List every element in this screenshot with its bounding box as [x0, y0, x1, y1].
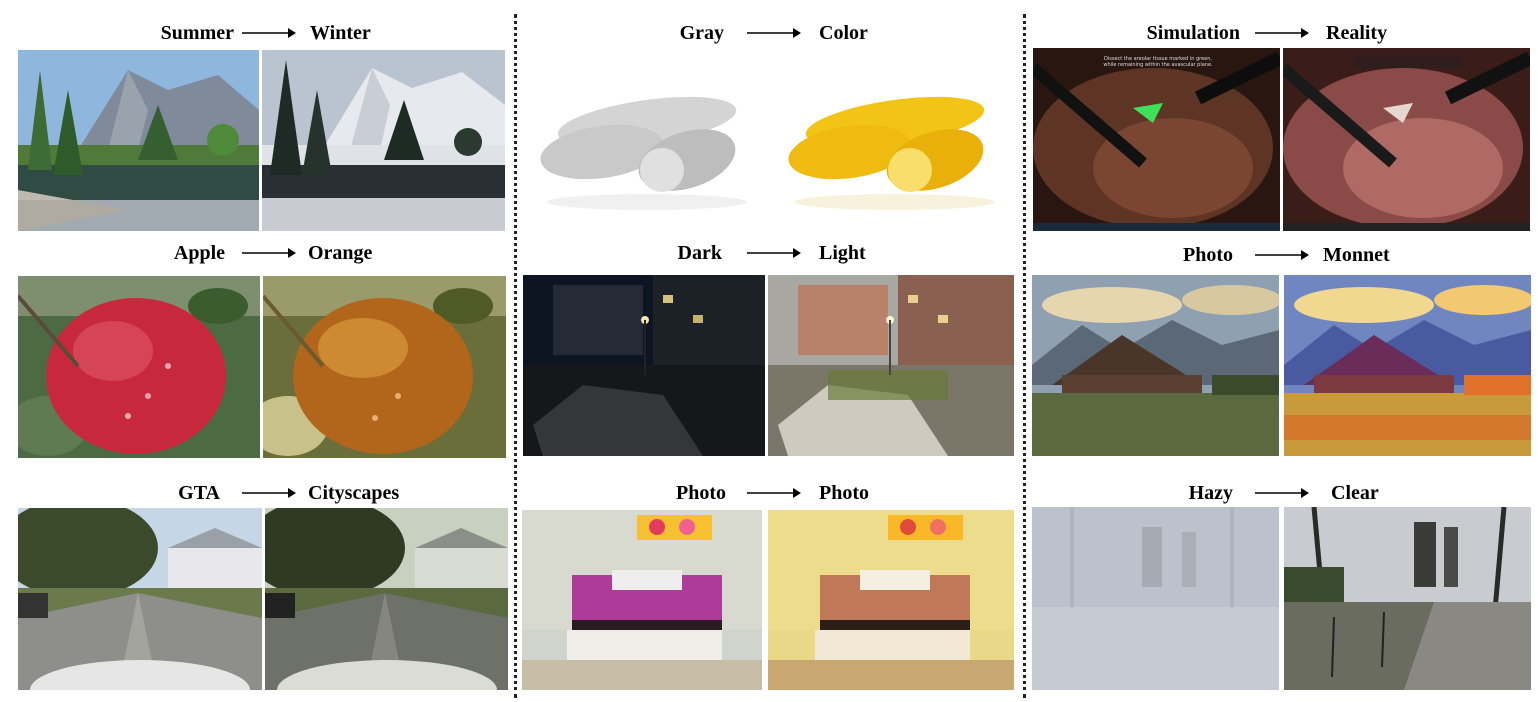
source-label: Apple: [173, 242, 225, 264]
pair-photo-monnet: Photo Monnet: [1028, 240, 1538, 460]
surgical-simulation-image: Dissect the areolar tissue marked in gre…: [1033, 48, 1280, 231]
gta-street-image: [18, 508, 262, 690]
target-label: Color: [819, 22, 868, 44]
arrow-right-icon: [747, 248, 801, 258]
arrow-right-icon: [747, 28, 801, 38]
column-divider-left: [514, 14, 517, 698]
pair-heading: Photo Monnet: [1028, 240, 1538, 270]
pair-dark-light: Dark Light: [518, 238, 1022, 460]
pair-heading: Gray Color: [518, 18, 1022, 48]
pair-heading: Simulation Reality: [1028, 18, 1538, 48]
pair-heading: Hazy Clear: [1028, 478, 1538, 508]
target-label: Cityscapes: [308, 482, 400, 504]
source-label: Photo: [676, 482, 726, 504]
target-label: Light: [819, 242, 866, 264]
surgical-reality-image: [1283, 48, 1530, 231]
bedroom-image: [522, 510, 762, 690]
target-label: Winter: [310, 22, 371, 44]
source-label: Summer: [160, 22, 234, 44]
target-label: Orange: [308, 242, 373, 264]
hazy-park-image: [1032, 507, 1279, 690]
clear-park-image: [1284, 507, 1531, 690]
dark-street-image: [523, 275, 765, 456]
arrow-right-icon: [1255, 28, 1309, 38]
barn-painting-image: [1284, 275, 1531, 456]
source-label: Dark: [677, 242, 722, 264]
target-label: Photo: [819, 482, 869, 504]
target-label: Monnet: [1323, 244, 1390, 266]
winter-landscape-image: [262, 50, 505, 231]
source-label: GTA: [178, 482, 220, 504]
pair-heading: GTA Cityscapes: [0, 478, 512, 508]
pair-hazy-clear: Hazy Clear: [1028, 478, 1538, 693]
gray-corn-image: [522, 52, 766, 230]
arrow-right-icon: [242, 28, 296, 38]
arrow-right-icon: [1255, 250, 1309, 260]
arrow-right-icon: [1255, 488, 1309, 498]
arrow-right-icon: [242, 488, 296, 498]
pair-photo-photo: Photo Photo: [518, 478, 1022, 693]
barn-photo-image: [1032, 275, 1279, 456]
pair-gta-cityscapes: GTA Cityscapes: [0, 478, 512, 693]
column-3: Simulation Reality Dissect the areolar t…: [1028, 0, 1538, 702]
summer-landscape-image: [18, 50, 259, 231]
surgical-caption: Dissect the areolar tissue marked in gre…: [1103, 56, 1213, 68]
source-label: Photo: [1183, 244, 1233, 266]
orange-apple-image: [263, 276, 506, 458]
pair-apple-orange: Apple Orange: [0, 238, 512, 460]
red-apple-image: [18, 276, 260, 458]
pair-heading: Dark Light: [518, 238, 1022, 268]
column-divider-right: [1023, 14, 1026, 698]
color-corn-image: [770, 52, 1014, 230]
target-label: Clear: [1331, 482, 1379, 504]
pair-simulation-reality: Simulation Reality Dissect the areolar t…: [1028, 18, 1538, 233]
column-1: Summer Winter: [0, 0, 512, 702]
source-label: Hazy: [1188, 482, 1233, 504]
bedroom-enhanced-image: [768, 510, 1014, 690]
source-label: Simulation: [1146, 22, 1240, 44]
cityscapes-street-image: [265, 508, 508, 690]
pair-summer-winter: Summer Winter: [0, 18, 512, 233]
pair-gray-color: Gray Color: [518, 18, 1022, 233]
arrow-right-icon: [747, 488, 801, 498]
source-label: Gray: [679, 22, 724, 44]
pair-heading: Apple Orange: [0, 238, 512, 268]
pair-heading: Photo Photo: [518, 478, 1022, 508]
column-2: Gray Color: [518, 0, 1022, 702]
pair-heading: Summer Winter: [0, 18, 512, 48]
light-street-image: [768, 275, 1014, 456]
target-label: Reality: [1326, 22, 1388, 44]
arrow-right-icon: [242, 248, 296, 258]
